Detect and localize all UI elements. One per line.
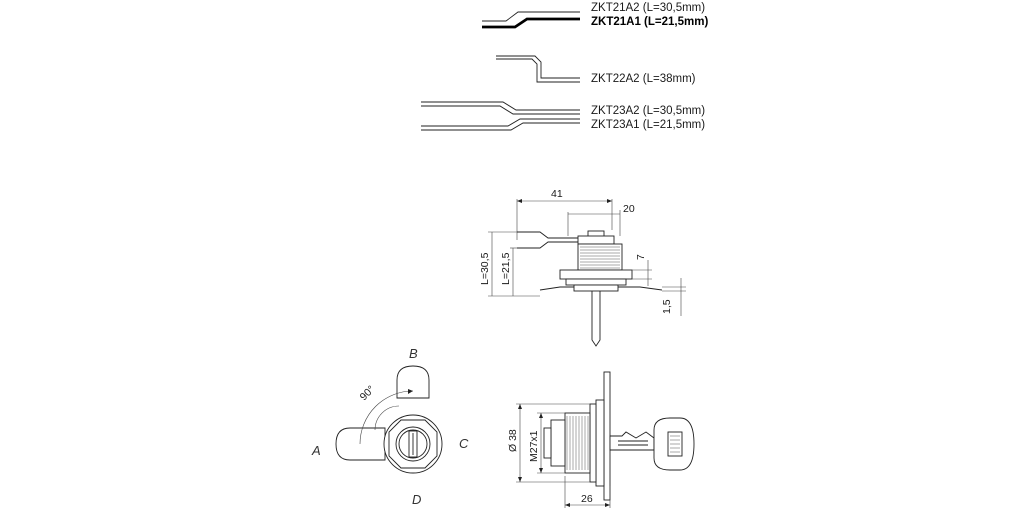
cam-variants: ZKT21A2 (L=30,5mm) ZKT21A1 (L=21,5mm) ZK… — [421, 2, 708, 131]
dim-m27x1: M27x1 — [528, 430, 540, 462]
cam-label-zkt23a2: ZKT23A2 (L=30,5mm) — [591, 105, 705, 117]
side-view: 41 20 — [479, 188, 686, 347]
dim-7: 7 — [635, 254, 647, 260]
cam-label-zkt21a1: ZKT21A1 (L=21,5mm) — [591, 16, 708, 28]
cam-zkt23a2: ZKT23A2 (L=30,5mm) — [421, 101, 705, 117]
front-view: 90° B A C D — [311, 346, 469, 507]
section-view: Ø 38 M27x1 26 — [507, 371, 695, 508]
dim-20: 20 — [623, 203, 635, 215]
dim-26: 26 — [581, 493, 593, 505]
cam-label-zkt23a1: ZKT23A1 (L=21,5mm) — [591, 119, 705, 131]
dim-l-30-5: L=30,5 — [479, 252, 491, 285]
position-a: A — [311, 443, 321, 458]
dim-diameter-38: Ø 38 — [507, 429, 519, 452]
position-d: D — [412, 492, 421, 507]
cam-zkt21a2: ZKT21A2 (L=30,5mm) — [482, 2, 705, 22]
cam-label-zkt21a2: ZKT21A2 (L=30,5mm) — [591, 2, 705, 14]
cam-label-zkt22a2: ZKT22A2 (L=38mm) — [591, 73, 696, 85]
cam-zkt22a2: ZKT22A2 (L=38mm) — [496, 55, 696, 85]
dim-1-5: 1,5 — [661, 299, 673, 314]
position-c: C — [459, 436, 469, 451]
angle-90: 90° — [358, 383, 378, 403]
position-b: B — [409, 346, 418, 361]
dim-41: 41 — [551, 188, 563, 200]
cam-zkt23a1: ZKT23A1 (L=21,5mm) — [421, 118, 705, 131]
dim-l-21-5: L=21,5 — [500, 252, 512, 285]
cam-zkt21a1: ZKT21A1 (L=21,5mm) — [482, 16, 708, 29]
